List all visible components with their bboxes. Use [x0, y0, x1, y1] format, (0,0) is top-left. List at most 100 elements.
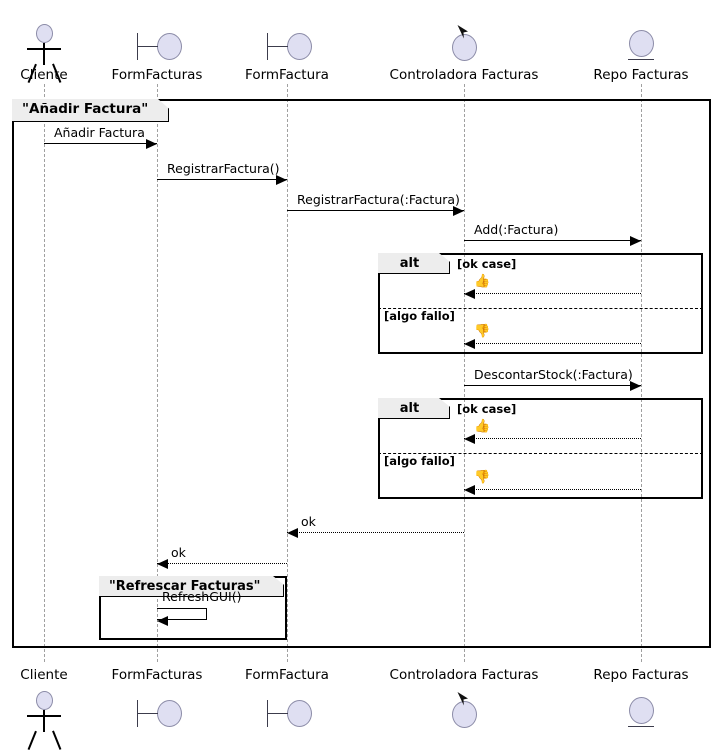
message-arrowhead-m4	[630, 235, 641, 246]
actor-head-icon	[35, 24, 53, 43]
message-line-m4	[464, 240, 641, 241]
message-arrowhead-m2	[276, 174, 287, 185]
message-label-m9: 👎	[474, 470, 491, 485]
inner-frame-tab-label: "Refrescar Facturas"	[109, 578, 261, 594]
alt-divider-alt1	[378, 308, 703, 309]
participant-label-text: Controladora Facturas	[389, 67, 539, 83]
participant-icon-formfacturas	[0, 0, 717, 727]
boundary-arm-icon	[137, 712, 158, 714]
alt-tab-alt1: alt	[378, 253, 450, 274]
participant-label-text: FormFacturas	[111, 667, 203, 683]
participant-label-text: Controladora Facturas	[389, 667, 539, 683]
message-arrowhead-m10	[287, 527, 298, 538]
actor-body-line	[43, 43, 45, 65]
message-line-m3	[287, 210, 464, 211]
message-line-m5	[464, 293, 641, 294]
alt-tab-label: alt	[399, 400, 420, 416]
participant-icon-repo	[0, 0, 717, 728]
message-line-m2	[157, 179, 287, 180]
control-arrow-icon	[456, 24, 476, 40]
participant-label-text: FormFacturas	[111, 67, 203, 83]
boundary-arm-icon	[137, 45, 158, 47]
message-arrowhead-m6	[464, 338, 475, 349]
alt-divider-alt2	[378, 453, 703, 454]
outer-frame-tab: "Añadir Factura"	[12, 99, 169, 122]
lifeline-formfactura	[287, 84, 288, 662]
alt-tab-label: alt	[399, 255, 420, 271]
message-line-m9	[464, 489, 641, 490]
message-label-m11: ok	[171, 545, 186, 560]
self-message-loop	[157, 608, 207, 620]
message-label-m8: 👍	[474, 419, 491, 434]
message-label-m3: RegistrarFactura(:Factura)	[297, 192, 460, 207]
actor-arms-line	[27, 48, 61, 50]
message-label-m4: Add(:Factura)	[474, 222, 559, 237]
participant-icon-formfactura	[0, 0, 717, 727]
alt-guard-alt2-0: [ok case]	[457, 402, 517, 416]
message-arrowhead-m7	[630, 380, 641, 391]
message-label-m7: DescontarStock(:Factura)	[474, 367, 633, 382]
boundary-circle-icon	[156, 33, 182, 60]
boundary-circle-icon	[286, 33, 312, 60]
message-label-m6: 👎	[474, 324, 491, 339]
message-line-m7	[464, 385, 641, 386]
participant-label-text: Repo Facturas	[593, 667, 689, 683]
participant-icon-cliente	[0, 0, 717, 83]
message-line-m11	[157, 563, 287, 564]
control-circle-icon	[451, 34, 477, 61]
participant-label-text: Repo Facturas	[593, 67, 689, 83]
actor-leg-left	[27, 730, 37, 750]
self-loop-bottom	[157, 619, 207, 620]
alt-guard-alt1-0: [ok case]	[457, 257, 517, 271]
control-arrow-icon	[456, 691, 476, 707]
participant-icon-formfactura	[0, 0, 717, 60]
actor-body-line	[43, 710, 45, 732]
inner-frame-tab: "Refrescar Facturas"	[99, 576, 284, 597]
control-circle-icon	[451, 701, 477, 728]
self-message-arrowhead	[157, 615, 168, 626]
alt-guard-alt2-1: [algo fallo]	[384, 454, 455, 468]
entity-circle-icon	[628, 697, 654, 724]
participant-label-text: Cliente	[20, 67, 68, 83]
message-arrowhead-m11	[157, 558, 168, 569]
message-arrowhead-m9	[464, 484, 475, 495]
message-line-m10	[287, 532, 464, 533]
lifeline-cliente	[44, 84, 45, 662]
boundary-circle-icon	[286, 700, 312, 727]
outer-frame-tab-label: "Añadir Factura"	[22, 101, 149, 118]
message-label-m10: ok	[301, 514, 316, 529]
boundary-arm-icon	[267, 45, 288, 47]
alt-tab-alt2: alt	[378, 398, 450, 419]
participant-label-text: FormFactura	[245, 67, 329, 83]
participant-label-text: FormFactura	[245, 667, 329, 683]
lifeline-repo	[641, 84, 642, 662]
participant-icon-controladora	[0, 0, 717, 728]
entity-base-line	[628, 59, 654, 61]
message-line-m8	[464, 438, 641, 439]
alt-guard-alt1-1: [algo fallo]	[384, 309, 455, 323]
message-arrowhead-m1	[146, 138, 157, 149]
lifeline-controladora	[464, 84, 465, 662]
lifeline-formfacturas	[157, 84, 158, 662]
entity-base-line	[628, 726, 654, 728]
self-loop-right	[206, 608, 207, 620]
message-line-m6	[464, 343, 641, 344]
actor-leg-right	[52, 730, 61, 750]
message-label-m5: 👍	[474, 274, 491, 289]
alt-fragment-alt1	[378, 253, 703, 354]
self-message-label: RefreshGUI()	[162, 589, 242, 604]
boundary-arm-icon	[267, 712, 288, 714]
alt-fragment-alt2	[378, 398, 703, 499]
actor-head-icon	[35, 691, 53, 710]
participant-icon-repo	[0, 0, 717, 61]
message-line-m1	[44, 143, 157, 144]
participant-label-text: Cliente	[20, 667, 68, 683]
message-arrowhead-m8	[464, 433, 475, 444]
participant-icon-controladora	[0, 0, 717, 61]
boundary-circle-icon	[156, 700, 182, 727]
message-label-m2: RegistrarFactura()	[167, 161, 280, 176]
participant-icon-formfacturas	[0, 0, 717, 60]
actor-arms-line	[27, 715, 61, 717]
